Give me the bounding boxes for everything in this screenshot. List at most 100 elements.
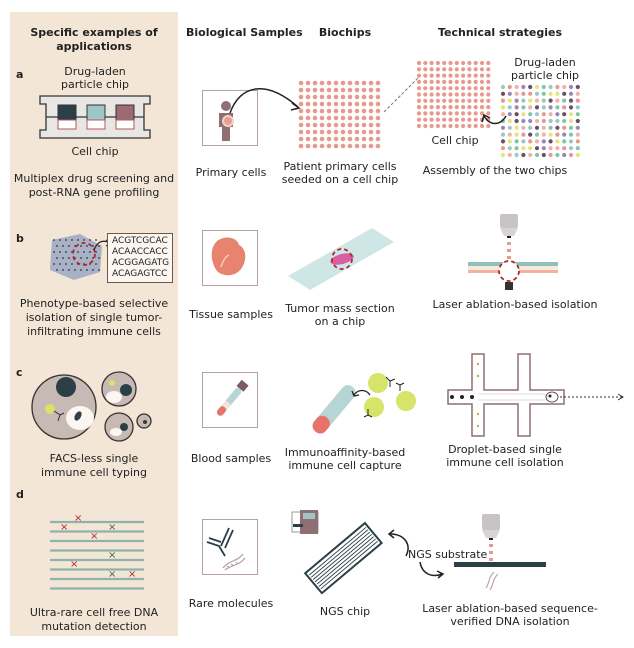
- chip-dot: [500, 91, 506, 96]
- chip-dot: [347, 80, 353, 86]
- chip-dot: [326, 115, 332, 121]
- assembly-caption: Assembly of the two chips: [422, 164, 568, 177]
- chip-dot: [562, 98, 567, 103]
- chip-dot: [368, 108, 374, 114]
- chip-dot: [435, 86, 440, 91]
- chip-dot: [435, 92, 440, 97]
- chip-dot: [319, 115, 325, 121]
- chip-dot: [461, 98, 466, 103]
- chip-dot: [568, 125, 574, 130]
- chip-dot: [568, 152, 574, 158]
- chip-dot: [368, 136, 374, 142]
- chip-dot: [416, 98, 422, 103]
- chip-dot: [555, 105, 560, 110]
- chip-dot: [528, 98, 533, 103]
- chip-dot: [375, 129, 381, 135]
- chip-dot: [473, 105, 478, 110]
- mutation-mark-icon: ×: [70, 559, 78, 570]
- chip-dot: [423, 117, 428, 122]
- chip-dot: [528, 152, 533, 158]
- tissue-cell-dot: [62, 257, 64, 259]
- chip-dot: [442, 117, 447, 122]
- chip-dot: [521, 91, 526, 96]
- chip-dot: [461, 67, 466, 72]
- chip-dot: [326, 80, 332, 86]
- chip-dot: [298, 122, 304, 128]
- chip-dot: [473, 73, 478, 78]
- application-b-caption-1: Phenotype-based selective: [19, 297, 169, 310]
- chip-dot: [312, 129, 318, 135]
- chip-dot: [541, 84, 546, 90]
- chip-dot: [423, 123, 428, 129]
- chip-dot: [454, 92, 459, 97]
- chip-dot: [548, 112, 553, 117]
- chip-dot: [500, 105, 506, 110]
- chip-dot: [326, 87, 332, 93]
- mutation-mark-icon: ×: [108, 569, 116, 580]
- chip-dot: [479, 92, 485, 97]
- chip-dot: [416, 67, 422, 72]
- chip-dot: [354, 115, 360, 121]
- chip-dot: [435, 111, 440, 116]
- chip-dot: [473, 98, 478, 103]
- mutation-mark-icon: ×: [60, 522, 68, 533]
- chip-dot: [312, 94, 318, 100]
- chip-dot: [467, 111, 472, 116]
- chip-dot: [555, 98, 560, 103]
- chip-dot: [473, 79, 478, 84]
- tissue-cell-dot: [65, 263, 67, 265]
- chip-dot: [423, 98, 428, 103]
- chip-dot: [319, 101, 325, 107]
- chip-dot: [548, 105, 553, 110]
- chip-dot: [435, 79, 440, 84]
- chip-dot: [305, 101, 311, 107]
- chip-dot: [514, 139, 519, 144]
- chip-dot: [375, 115, 381, 121]
- chip-dot: [416, 73, 422, 78]
- chip-dot: [354, 122, 360, 128]
- application-c-caption-2: immune cell typing: [41, 466, 147, 479]
- chip-dot: [521, 132, 526, 137]
- cell-chip-label: Cell chip: [71, 145, 119, 158]
- chip-dot: [454, 60, 459, 66]
- chip-dot: [473, 117, 478, 122]
- chip-dot: [486, 123, 491, 129]
- tissue-icon: [211, 237, 246, 276]
- cell-chip-icon: [416, 60, 491, 129]
- chip-dot: [368, 143, 374, 149]
- chip-dot: [555, 91, 560, 96]
- tissue-cell-dot: [95, 263, 97, 265]
- chip-dot: [555, 84, 560, 90]
- chip-dot: [454, 86, 459, 91]
- tissue-cell-dot: [71, 263, 73, 265]
- chip-dot: [416, 123, 422, 129]
- chip-dot: [319, 87, 325, 93]
- strategy-c-caption-2: immune cell isolation: [446, 456, 564, 469]
- biochip-b-label-2: on a chip: [314, 315, 366, 328]
- chip-dot: [442, 60, 447, 66]
- chip-dot: [534, 132, 540, 137]
- chip-dot: [541, 98, 546, 103]
- row-label-a: a: [16, 68, 24, 81]
- chip-dot: [429, 86, 434, 91]
- chip-dot: [442, 123, 447, 129]
- chip-dot: [534, 91, 540, 96]
- chip-dot: [298, 80, 304, 86]
- chip-dot: [467, 123, 472, 129]
- chip-dot: [528, 125, 533, 130]
- chip-dot: [448, 60, 453, 66]
- tissue-cell-dot: [65, 251, 67, 253]
- chip-dot: [340, 87, 346, 93]
- mutation-mark-icon: ×: [90, 531, 98, 542]
- drug-particle-chip-label-2: particle chip: [60, 78, 130, 91]
- person-icon: [219, 101, 234, 141]
- chip-dot: [333, 87, 339, 93]
- strategy-d-caption-1: Laser ablation-based sequence-: [422, 602, 598, 615]
- biochip-a-label-2: seeded on a cell chip: [281, 173, 399, 186]
- chip-dot: [514, 125, 519, 130]
- drug-particle-chip-label-1: Drug-laden: [64, 65, 126, 78]
- chip-dot: [486, 92, 491, 97]
- chip-dot: [448, 117, 453, 122]
- chip-dot: [361, 122, 367, 128]
- chip-dot: [368, 80, 374, 86]
